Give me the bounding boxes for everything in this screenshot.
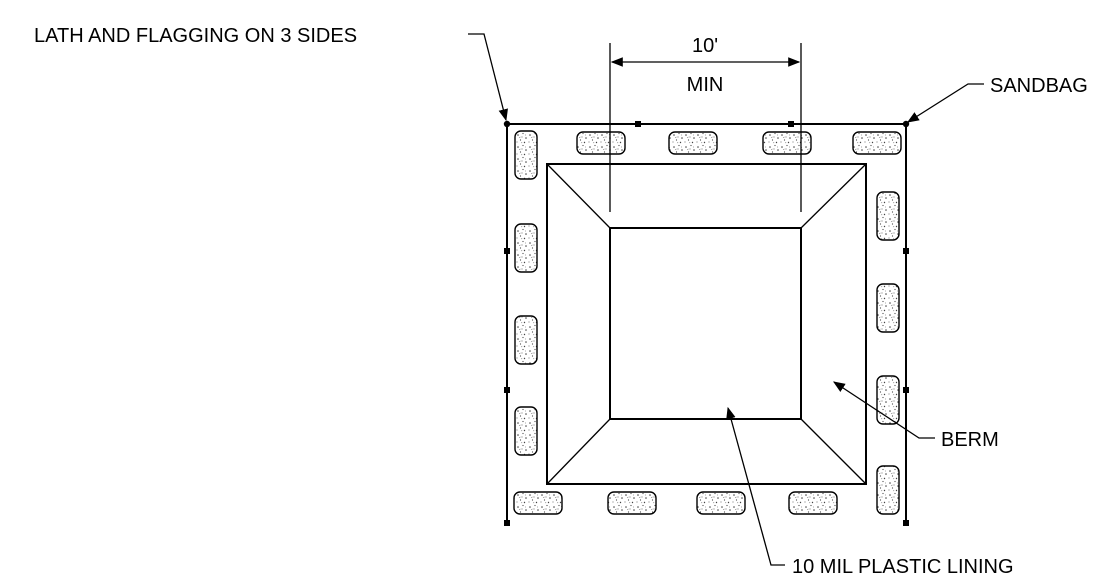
lath-post [504,387,510,393]
callout-sandbag: SANDBAG [906,75,1088,123]
lath-flagging-label: LATH AND FLAGGING ON 3 SIDES [34,25,357,47]
sandbags [513,130,902,515]
callout-lath-flagging: LATH AND FLAGGING ON 3 SIDES [34,25,508,122]
sandbag [876,465,900,515]
sandbag-label: SANDBAG [990,75,1088,97]
lath-post [903,248,909,254]
lath-post [503,120,511,128]
dimension-value: 10' [692,35,718,57]
lath-post [504,248,510,254]
lath-post [903,520,909,526]
callout-berm: BERM [832,381,999,451]
washout-pit [546,163,867,485]
plastic-lining-label: 10 MIL PLASTIC LINING [792,556,1014,578]
sandbag [514,130,538,180]
sandbag [513,491,563,515]
sandbag [876,375,900,425]
sandbag [607,491,657,515]
pit-bottom-outline [609,227,802,420]
callout-plastic-lining: 10 MIL PLASTIC LINING [726,406,1014,578]
plastic-lining-leader-line [726,406,785,566]
dimension-10ft-min: 10' MIN [609,35,802,212]
lath-post [903,387,909,393]
berm-slope-line [800,163,867,229]
berm-leader-line [832,381,935,439]
sandbag [696,491,746,515]
sandbag [762,131,812,155]
sandbag [514,315,538,365]
lath-leader-line [468,33,508,122]
sandbag [576,131,626,155]
dimension-note: MIN [687,74,724,96]
berm-slope-line [546,163,611,229]
lath-flagging-boundary [503,120,910,526]
lath-post [635,121,641,127]
berm-label: BERM [941,429,999,451]
sandbag-leader-line [906,83,984,123]
sandbag [876,283,900,333]
sandbag [788,491,838,515]
sandbag [514,223,538,273]
lath-post [788,121,794,127]
berm-outline [546,163,867,485]
berm-slope-line [800,418,867,485]
sandbag [668,131,718,155]
sandbag [852,131,902,155]
berm-slope-line [546,418,611,485]
lath-post [504,520,510,526]
sandbag [514,406,538,456]
sandbag [876,191,900,241]
